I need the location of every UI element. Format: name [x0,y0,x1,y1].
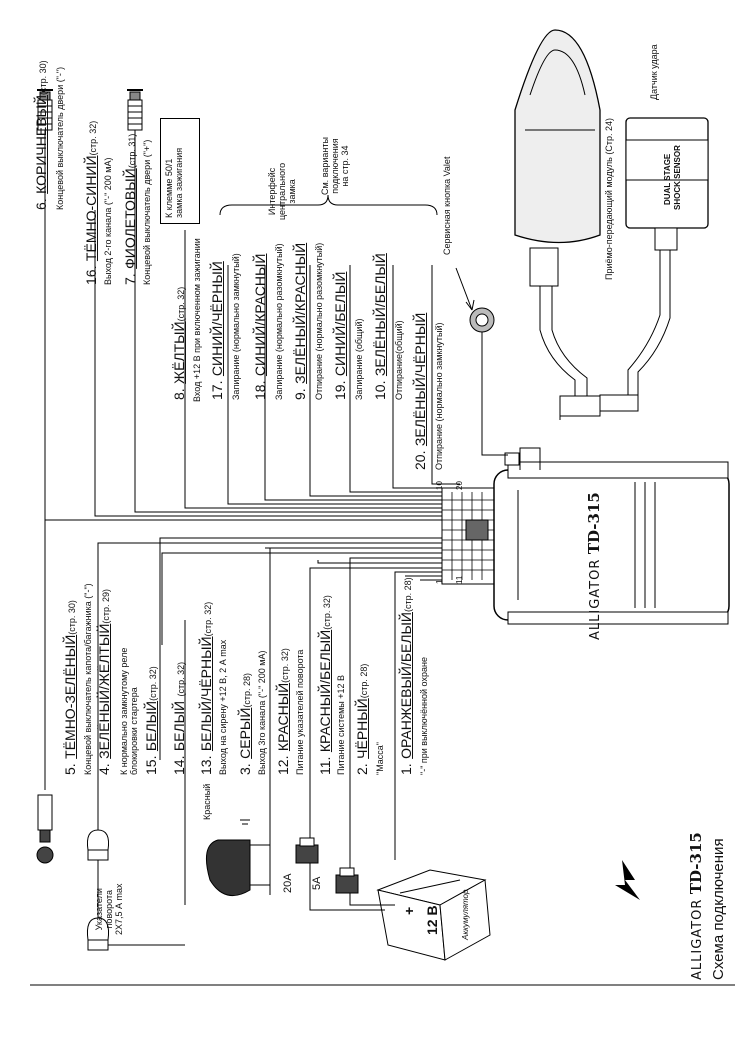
interface-note: Интерфейс центрального замка [267,162,297,220]
wire-3-desc: Выход 3го канала ("-" 200 мА) [257,650,267,776]
variants-note: См. варианты подключения на стр. 34 [320,137,350,195]
wire-2-desc: "Масса" [375,742,385,775]
wire-13-desc: Выход на сирену +12 В, 2 А max [218,639,228,775]
wire-16-desc: Выход 2-го канала ("-" 200 мА) [103,157,113,286]
turn-signal-note: Указатели поворота 2Х7,5 А max [94,883,124,935]
wire-14-label: 14. БЕЛЫЙ (стр. 32) [171,661,187,775]
battery-voltage: 12 В [424,905,440,935]
wire-6-label: 6. КОРИЧНЕВЫЙ(стр. 30) [33,60,49,210]
wire-20-label: 20. ЗЕЛЁНЫЙ/ЧЁРНЫЙ [412,312,428,470]
unit-brand: ALLIGATOR TD-315 [585,492,603,640]
wire-11-label: 11. КРАСНЫЙ/БЕЛЫЙ(стр. 32) [317,595,333,775]
siren-red-label: Красный [202,783,212,820]
wire-10-label: 10. ЗЕЛЁНЫЙ/БЕЛЫЙ [372,253,388,400]
wire-18-desc: Запирание (нормально разомкнутый) [274,243,284,400]
wire-8-label: 8. ЖЁЛТЫЙ(стр. 32) [171,286,187,400]
wire-20-desc: Отпирание (нормально замкнутый) [434,322,444,470]
transceiver-label: Приёмо-передающий модуль (Стр. 24) [604,118,614,280]
battery-plus: + [401,906,417,915]
wire-1-desc: "-" при выключённой охране [419,657,429,775]
wire-6-desc: Концевой выключатель двери ("-") [55,66,65,210]
wire-13-label: 13. БЕЛЫЙ/ЧЁРНЫЙ(стр. 32) [198,601,214,775]
wire-19-label: 19. СИНИЙ/БЕЛЫЙ [332,271,348,400]
wire-15-label: 15. БЕЛЫЙ(стр. 32) [143,666,159,775]
valet-label: Сервисная кнопка Valet [442,156,452,255]
wire-9-desc: Отпирание (нормально разомкнутый) [314,242,324,400]
wire-7-label: 7. ФИОЛЕТОВЫЙ(стр. 31) [122,133,138,285]
wire-2-label: 2. ЧЁРНЫЙ(стр. 28) [354,663,370,775]
wire-7-desc: Концевой выключатель двери ("+") [142,139,152,285]
footer-caption: Схема подключения [710,838,727,980]
wire-4-desc: К нормально замкнутому реле блокировки с… [119,647,139,775]
wire-12-desc: Питание указателей поворота [295,649,305,775]
wire-8-desc: Вход +12 В при включенном зажигании [192,238,202,402]
shock-sensor-text-2: SHOCK SENSOR [673,145,682,210]
wire-3-label: 3. СЕРЫЙ(стр. 28) [237,672,253,775]
ignition-note-box [160,118,200,224]
pin-1: 1 [435,579,444,584]
wire-4-label: 4. ЗЕЛЁНЫЙ/ЖЁЛТЫЙ(стр. 29) [96,588,112,775]
fuse-5a-label: 5A [311,876,323,890]
wire-5-desc: Концевой выключатель капота/багажника ("… [83,583,93,775]
shock-sensor-label: Датчик удара [649,44,659,100]
wire-18-label: 18. СИНИЙ/КРАСНЫЙ [252,253,268,400]
wire-10-desc: Отпирание(общий) [394,320,404,400]
battery-word: Аккумулятор [461,889,470,940]
wire-11-desc: Питание системы +12 В [336,674,346,775]
pin-10: 10 [435,481,444,490]
wire-17-desc: Запирание (нормально замкнутый) [231,253,241,400]
shock-sensor-text-1: DUAL STAGE [663,153,672,205]
footer-brand: ALLIGATOR TD-315 [687,832,705,980]
pin-11: 11 [455,575,464,584]
wire-17-label: 17. СИНИЙ/ЧЁРНЫЙ [209,261,225,400]
ignition-note: К клемме 50/1 замка зажигания [164,147,184,218]
wire-9-label: 9. ЗЕЛЁНЫЙ/КРАСНЫЙ [292,242,308,400]
wire-5-label: 5. ТЁМНО-ЗЕЛЁНЫЙ(стр. 30) [62,600,78,775]
wire-19-desc: Запирание (общий) [354,318,364,400]
wire-16-label: 16. ТЁМНО-СИНИЙ(стр. 32) [83,120,99,285]
wire-12-label: 12. КРАСНЫЙ(стр. 32) [275,648,291,775]
wire-1-label: 1. ОРАНЖЕВЫЙ/БЕЛЫЙ(стр. 28) [398,577,414,775]
fuse-20a-label: 20A [282,873,294,893]
pin-20: 20 [455,481,464,490]
